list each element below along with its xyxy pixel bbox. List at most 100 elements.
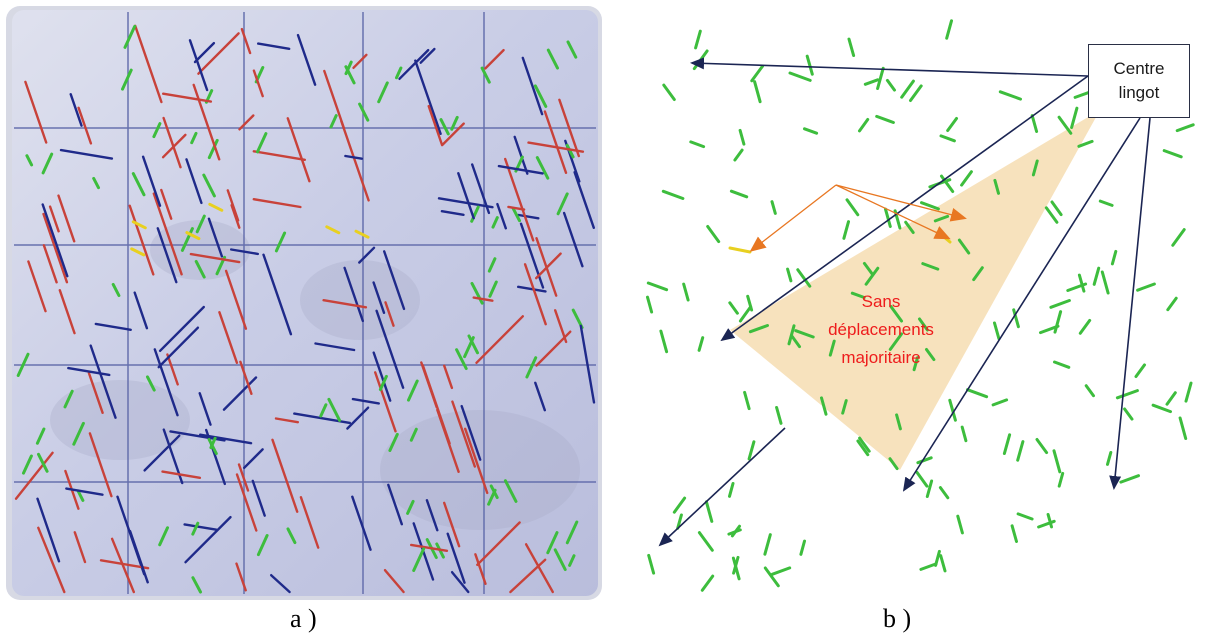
- trace-segment: [67, 366, 111, 377]
- trace-segment: [443, 501, 461, 548]
- trace-segment: [286, 527, 297, 545]
- trace-segment: [252, 69, 264, 98]
- ingot-centre-box: Centre lingot: [1088, 44, 1190, 118]
- trace-segment: [704, 500, 714, 523]
- trace-segment: [152, 122, 162, 139]
- zone-label: Sans déplacements majoritaire: [806, 288, 956, 372]
- trace-segment: [960, 425, 968, 443]
- centre-box-line1: Centre: [1113, 59, 1165, 78]
- trace-segment: [689, 140, 706, 149]
- trace-segment: [451, 400, 476, 468]
- trace-segment: [242, 448, 264, 469]
- trace-segment: [1052, 449, 1062, 474]
- trace-segment: [37, 526, 66, 594]
- trace-segment: [239, 360, 253, 395]
- arrow-left: [690, 57, 1089, 77]
- trace-segment: [533, 84, 548, 108]
- trace-segment: [682, 282, 690, 302]
- trace-segment: [455, 348, 468, 370]
- trace-segment: [884, 207, 892, 228]
- trace-segment: [48, 205, 60, 233]
- trace-segment: [414, 59, 442, 136]
- trace-segment: [794, 329, 815, 339]
- trace-segment: [728, 482, 735, 498]
- trace-segment: [573, 170, 595, 230]
- trace-segment: [729, 189, 749, 199]
- trace-segment: [72, 421, 85, 446]
- trace-segment: [73, 531, 87, 564]
- trace-segment: [875, 114, 895, 124]
- trace-segment: [161, 92, 213, 103]
- trace-segment: [141, 155, 162, 207]
- trace-segment: [991, 398, 1009, 407]
- trace-segment: [437, 197, 494, 209]
- trace-segment: [183, 523, 218, 531]
- trace-segment: [193, 41, 216, 64]
- trace-segment: [344, 154, 364, 160]
- trace-segment: [1178, 416, 1188, 440]
- trace-segment: [484, 48, 505, 70]
- trace-segment: [383, 250, 406, 311]
- trace-segment: [274, 417, 299, 424]
- trace-segment: [511, 206, 521, 223]
- trace-segment: [775, 406, 783, 425]
- trace-segment: [900, 79, 915, 99]
- trace-segment: [374, 371, 397, 433]
- trace-segment: [252, 150, 306, 162]
- trace-segment: [296, 33, 317, 86]
- trace-segment: [925, 479, 934, 498]
- trace-segment: [460, 404, 482, 461]
- trace-segment: [207, 217, 224, 258]
- trace-segment: [1030, 114, 1039, 133]
- trace-segment: [256, 132, 268, 154]
- trace-segment: [805, 54, 814, 76]
- slip-traces: [646, 19, 1195, 592]
- trace-segment: [235, 473, 258, 532]
- trace-segment: [672, 496, 687, 514]
- trace-segment: [1084, 384, 1095, 398]
- trace-segment: [948, 398, 957, 422]
- trace-segment: [271, 438, 299, 513]
- arrow-down-right-1: [902, 117, 1141, 492]
- trace-segment: [156, 227, 178, 284]
- trace-segment: [153, 348, 179, 417]
- trace-segment: [659, 329, 669, 354]
- trace-segment: [1100, 270, 1110, 295]
- trace-segment: [252, 197, 302, 209]
- trace-segment: [519, 222, 545, 289]
- trace-segment: [966, 388, 989, 399]
- trace-segment: [862, 261, 874, 276]
- trace-segment: [128, 529, 149, 584]
- trace-segment: [895, 413, 902, 431]
- trace-segment: [25, 154, 34, 167]
- trace-segment: [421, 364, 451, 445]
- trace-segment: [646, 281, 669, 292]
- trace-segment: [972, 266, 984, 282]
- zone-label-line3: majoritaire: [841, 348, 921, 367]
- trace-segment: [351, 397, 380, 405]
- trace-segment: [558, 98, 580, 158]
- trace-segment: [543, 110, 568, 175]
- trace-segment: [190, 131, 198, 145]
- trace-segment: [27, 260, 47, 313]
- trace-segment: [1066, 282, 1088, 292]
- trace-segment: [476, 521, 521, 566]
- trace-segment: [491, 216, 499, 229]
- trace-segment: [1151, 403, 1172, 414]
- trace-segment: [507, 205, 526, 211]
- trace-segment: [938, 486, 950, 500]
- trace-segment: [579, 324, 596, 404]
- trace-segment: [274, 231, 287, 253]
- trace-segment: [192, 83, 221, 161]
- trace-segment: [222, 376, 258, 411]
- trace-segment: [158, 526, 169, 547]
- surface-texture: [50, 220, 580, 530]
- trace-segment: [406, 499, 415, 515]
- trace-segment: [63, 389, 74, 409]
- trace-segment: [1106, 451, 1113, 466]
- trace-segment: [42, 244, 58, 284]
- trace-segment: [763, 566, 780, 588]
- trace-segment: [513, 135, 529, 175]
- trace-segment: [131, 172, 146, 197]
